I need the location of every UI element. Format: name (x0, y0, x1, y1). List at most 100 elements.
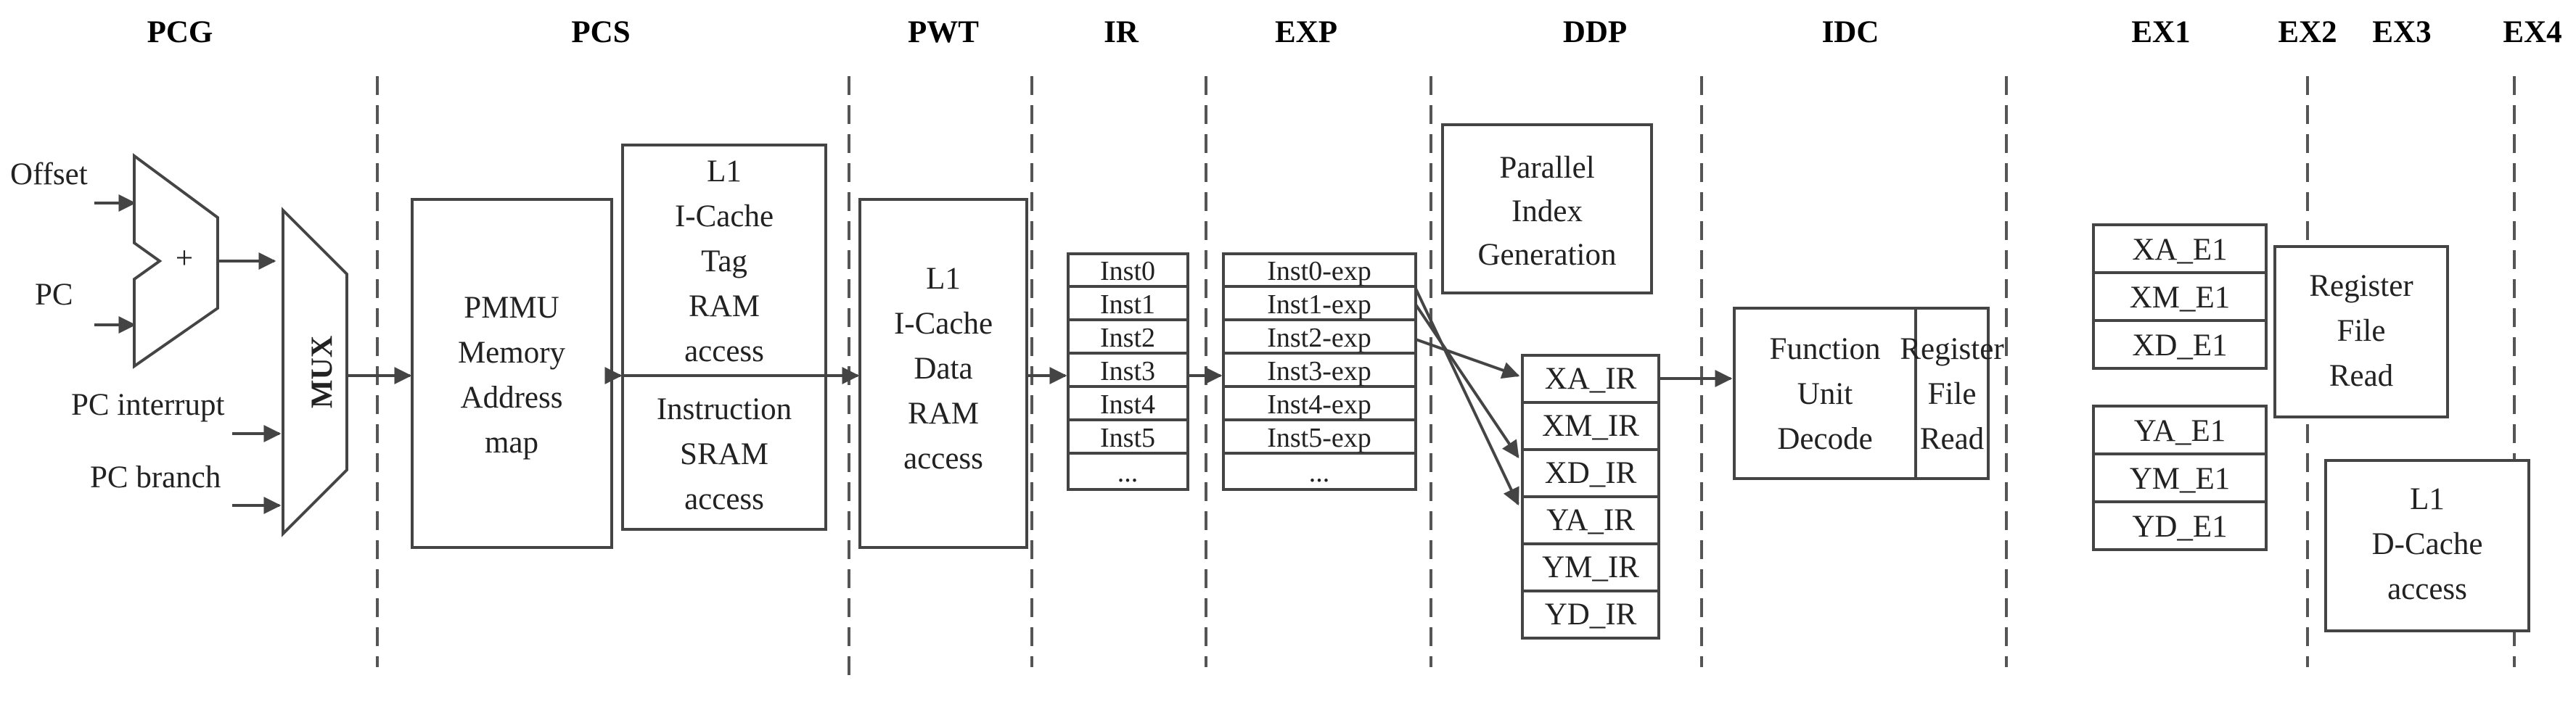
ddp-row: YA_IR (1546, 503, 1635, 537)
decode-line: Function (1770, 332, 1881, 366)
tag-line: access (684, 334, 764, 368)
pmmu-line: PMMU (464, 291, 559, 325)
ir-row: Inst1 (1100, 289, 1155, 320)
ex1-y-stack (2092, 405, 2268, 551)
exp-stage: Inst0-exp Inst1-exp Inst2-exp Inst3-exp … (1222, 252, 1417, 491)
exp-row: Inst3-exp (1267, 356, 1371, 386)
ex2-ex3-stage: Register File Read L1 D-Cache access (2273, 245, 2530, 632)
ir-row: Inst5 (1100, 423, 1155, 453)
ex2-regread-line: Read (2329, 359, 2393, 393)
ex1-y-row: YD_E1 (2132, 510, 2227, 544)
ex1-y-row: YM_E1 (2130, 462, 2231, 496)
input-offset-label: Offset (10, 157, 88, 191)
exp-stack (1222, 252, 1417, 491)
icache-tag-sram-box (621, 144, 827, 531)
ex2-regread-line: Register (2309, 269, 2413, 303)
pmmu-box (411, 198, 613, 549)
ir-row: Inst3 (1100, 356, 1155, 386)
dispatch-arrows (1414, 288, 1520, 506)
exp-row: Inst5-exp (1267, 423, 1371, 453)
exp-row: Inst4-exp (1267, 389, 1371, 420)
ir-stage: Inst0 Inst1 Inst2 Inst3 Inst4 Inst5 ... (1067, 252, 1223, 491)
stage-exp-label: EXP (1275, 15, 1337, 49)
pcg-stage: Offset PC PC interrupt PC branch + MUX (10, 153, 412, 537)
data-line: Data (914, 352, 972, 386)
ddp-row: YM_IR (1542, 550, 1639, 584)
icache-data-box (858, 198, 1028, 549)
input-pc-interrupt-label: PC interrupt (71, 388, 224, 422)
mux (282, 207, 348, 537)
pmmu-line: map (485, 426, 538, 460)
exp-row: Inst0-exp (1267, 256, 1371, 286)
sram-line: Instruction (657, 392, 792, 426)
data-line: RAM (908, 397, 979, 431)
stage-ir-label: IR (1104, 15, 1139, 49)
dcache-line: L1 (2410, 482, 2445, 516)
stage-pwt-label: PWT (908, 15, 979, 49)
ir-stack (1067, 252, 1189, 491)
ddp-stage: Parallel Index Generation XA_IR XM_IR XD… (1441, 123, 1733, 640)
adder (133, 153, 219, 369)
tag-line: L1 (707, 154, 742, 189)
pmmu-line: Address (461, 381, 563, 415)
parallel-index-line: Generation (1477, 238, 1616, 272)
stage-headers: PCG PCS PWT IR EXP DDP IDC EX1 EX2 EX3 E… (147, 15, 2562, 49)
stage-ex3-label: EX3 (2372, 15, 2431, 49)
ex1-y-row: YA_E1 (2134, 414, 2226, 448)
tag-line: Tag (701, 244, 747, 278)
stage-idc-label: IDC (1822, 15, 1879, 49)
input-pc-label: PC (35, 278, 73, 312)
adder-symbol: + (176, 241, 193, 276)
idc-regread-line: Read (1920, 422, 1984, 456)
ddp-row: XD_IR (1545, 456, 1637, 490)
decode-line: Unit (1797, 377, 1853, 411)
mux-label: MUX (306, 336, 340, 408)
ddp-row: YD_IR (1545, 598, 1637, 632)
input-pc-branch-label: PC branch (90, 460, 221, 495)
pcs-stage: PMMU Memory Address map L1 I-Cache Tag R… (411, 144, 860, 549)
dcache-line: D-Cache (2372, 527, 2483, 561)
dispatch-arrow (1414, 303, 1519, 458)
exp-row: Inst1-exp (1267, 289, 1371, 320)
dispatch-arrow (1415, 338, 1520, 379)
idc-regread-line: Register (1900, 332, 2003, 366)
stage-pcg-label: PCG (147, 15, 213, 49)
exp-row: Inst2-exp (1267, 323, 1371, 353)
stage-ddp-label: DDP (1563, 15, 1627, 49)
data-line: I-Cache (894, 307, 993, 341)
ex1-x-row: XM_E1 (2130, 281, 2231, 315)
dcache-box (2324, 459, 2530, 632)
stage-ex4-label: EX4 (2503, 15, 2561, 49)
data-line: access (903, 442, 983, 476)
idc-stage: Function Unit Decode Register File Read (1733, 307, 2004, 480)
exp-row: ... (1309, 458, 1330, 488)
tag-line: RAM (689, 289, 760, 323)
ex2-regread-line: File (2337, 314, 2386, 348)
ex2-regread-box (2273, 245, 2449, 418)
pwt-stage: L1 I-Cache Data RAM access (858, 198, 1067, 549)
parallel-index-line: Parallel (1499, 151, 1594, 185)
ir-row: Inst2 (1100, 323, 1155, 353)
ir-row: Inst0 (1100, 256, 1155, 286)
stage-pcs-label: PCS (571, 15, 630, 49)
idc-box (1733, 307, 1990, 480)
sram-line: access (684, 482, 764, 516)
ex1-stage: XA_E1 XM_E1 XD_E1 YA_E1 YM_E1 YD_E1 (2092, 223, 2268, 551)
sram-line: SRAM (680, 437, 768, 471)
dispatch-arrow (1414, 288, 1519, 506)
data-line: L1 (926, 262, 961, 296)
ex1-x-row: XA_E1 (2132, 233, 2227, 267)
ddp-row: XA_IR (1545, 362, 1637, 396)
stage-ex1-label: EX1 (2131, 15, 2190, 49)
ddp-row: XM_IR (1542, 409, 1639, 443)
ex1-x-stack (2092, 223, 2268, 370)
idc-regread-line: File (1928, 377, 1977, 411)
pmmu-line: Memory (458, 336, 566, 370)
ir-row: Inst4 (1100, 389, 1155, 420)
dcache-line: access (2387, 572, 2467, 606)
tag-line: I-Cache (675, 199, 774, 233)
decode-line: Decode (1777, 422, 1872, 456)
parallel-index-box (1441, 123, 1653, 294)
parallel-index-line: Index (1511, 194, 1583, 228)
